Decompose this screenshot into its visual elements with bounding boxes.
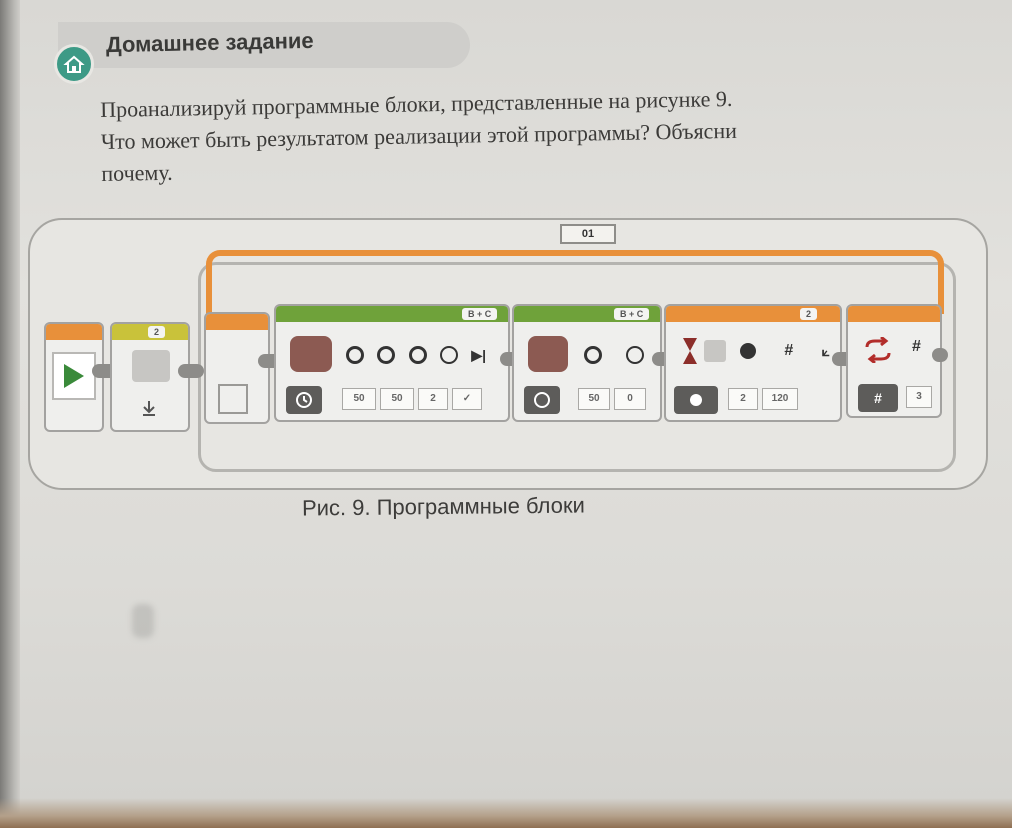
power-left-icon [346,346,364,364]
tank-motor-icon [290,336,332,372]
param-value: 3 [906,386,932,408]
stop-icon [524,386,560,414]
param-value: 50 [380,388,414,410]
power-right-icon [377,346,396,364]
param-value: 2 [418,388,448,410]
port-badge: 2 [148,326,166,338]
loop-flow-bar [206,250,944,314]
param-value: ✓ [452,388,482,410]
color-ball-icon [740,343,756,359]
brick-button-wait-block: 2 [110,322,190,432]
param-value: 50 [342,388,376,410]
page-edge-shadow [0,798,1012,828]
page-smudge [132,604,154,638]
rotations-icon [408,346,427,364]
brake-icon: ▶| [471,346,486,363]
loop-end-block: # # 3 [846,304,942,418]
param-value: 50 [578,388,610,410]
port-badge: 2 [800,308,818,320]
clock-icon [439,346,458,364]
sequence-connector [178,364,204,378]
header-banner [58,22,470,68]
play-icon [52,352,96,400]
loop-mode-slot [218,384,248,414]
color-sensor-icon [674,386,718,414]
angle-icon: ⟀ [821,342,830,359]
wait-block: 2 # ⟀ 2 120 [664,304,842,422]
figure-caption: Рис. 9. Программные блоки [301,492,585,521]
param-value: 2 [728,388,758,410]
port-badge: B + C [614,308,650,320]
hash-icon: # [784,342,794,359]
tank-motor-icon [528,336,568,372]
parameter-icons: ▶| [346,344,486,366]
hash-icon: # [912,338,921,355]
timer-icon [286,386,322,414]
port-badge: B + C [462,308,498,320]
hourglass-icon [680,334,700,368]
parameter-icons [584,344,644,366]
task-text: Проанализируй программные блоки, предста… [100,79,982,190]
clock-icon [626,346,644,364]
start-block [44,322,104,432]
house-icon [54,44,94,84]
param-value: 120 [762,388,798,410]
parameter-icons: # ⟀ [740,340,830,362]
param-value: 0 [614,388,646,410]
power-icon [584,346,602,364]
section-title: Домашнее задание [105,27,314,58]
loop-icon [858,334,898,366]
count-mode-icon: # [858,384,898,412]
move-tank-block: B + C 50 0 [512,304,662,422]
sequence-connector [932,348,948,362]
brick-icon [132,350,170,382]
book-spine-shadow [0,0,20,828]
sensor-icon [704,340,726,362]
loop-label: 01 [560,224,616,244]
loop-start-block [204,312,270,424]
move-tank-block: B + C ▶| 50 50 2 ✓ [274,304,510,422]
download-icon [134,398,164,418]
